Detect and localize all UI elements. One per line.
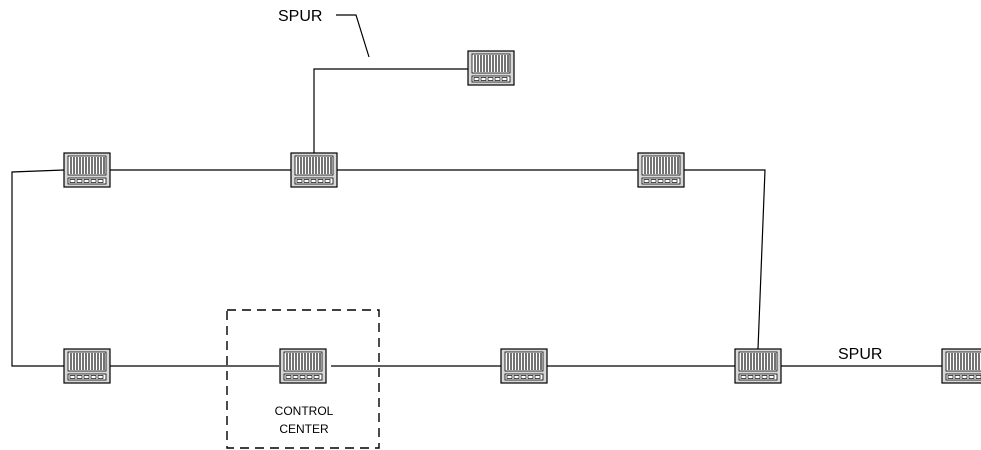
- control-center-label-line2: CENTER: [279, 422, 329, 436]
- ring-right-segment: [684, 169, 766, 350]
- spur-top-leader: [336, 14, 370, 58]
- cable-lines: [11, 14, 942, 367]
- io-module-icon: [734, 348, 782, 384]
- io-module-icon: [637, 152, 685, 188]
- io-module-icon: [279, 348, 327, 384]
- io-module-icon: [500, 348, 548, 384]
- io-module-icon: [290, 152, 338, 188]
- io-module-icon: [63, 348, 111, 384]
- spur-top-line: [313, 68, 468, 153]
- io-module-icon: [63, 152, 111, 188]
- io-module-icon: [467, 50, 515, 86]
- ring-left-segment: [11, 169, 65, 367]
- control-center-label-line1: CONTROL: [275, 404, 334, 418]
- io-module-icon: [941, 348, 981, 384]
- control-center-boundary: [226, 309, 380, 449]
- spur-right-label: SPUR: [838, 346, 882, 363]
- spur-top-label: SPUR: [278, 8, 322, 25]
